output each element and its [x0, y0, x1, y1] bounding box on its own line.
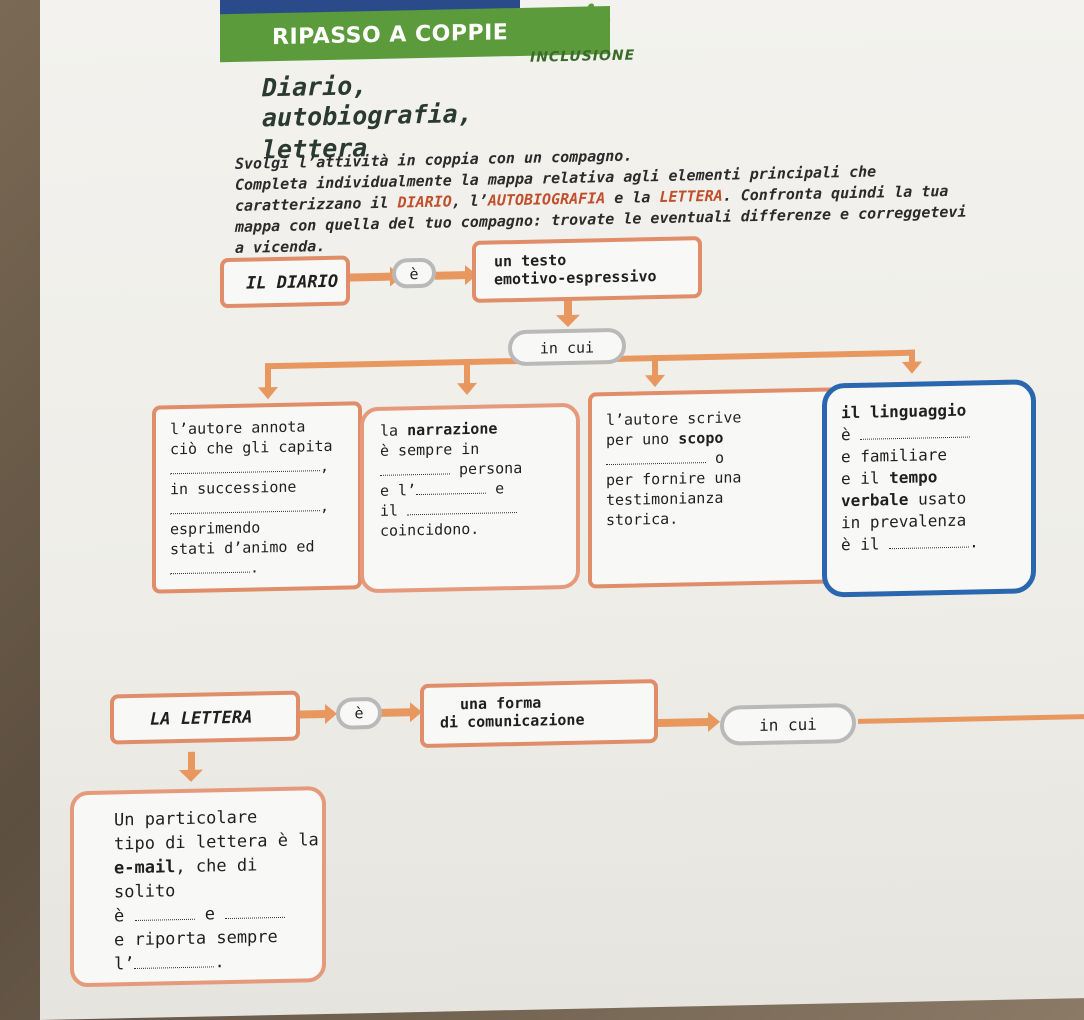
diario-def-l2: emotivo-espressivo	[494, 267, 657, 289]
email-l7: .	[214, 952, 225, 973]
box3-line6: storica.	[606, 509, 679, 530]
box1-line3-text: ,	[320, 456, 330, 476]
email-l6: l’	[114, 954, 135, 975]
lettera-in-cui-box: in cui	[720, 702, 856, 746]
box4-l7: è il	[841, 534, 880, 555]
box2-l3-text: persona	[459, 458, 523, 479]
box2-l4a: e l’	[380, 481, 417, 500]
box1-line5-text: ,	[320, 496, 330, 516]
diario-definition-box: un testo emotivo-espressivo	[472, 236, 702, 303]
email-line6: l’.	[114, 948, 322, 976]
box2-l1-bold: narrazione	[407, 419, 498, 440]
diario-box-autore-annota: l’autore annota ciò che gli capita , in …	[152, 401, 362, 594]
diario-box-scopo: l’autore scrive per uno scopo o per forn…	[588, 387, 844, 589]
box4-line7: è il .	[841, 530, 1031, 556]
box4-l2: è	[841, 425, 851, 445]
email-l4a: è	[114, 906, 125, 927]
box4-l5b: usato	[908, 488, 967, 509]
lettera-e-box: è	[336, 696, 382, 730]
hand-icon	[568, 3, 611, 48]
box3-l2a: per uno	[606, 429, 679, 450]
box3-l3: o	[715, 448, 725, 467]
box4-l5a: verbale	[841, 489, 909, 511]
box4-l4a: e il	[841, 468, 890, 489]
diario-in-cui-box: in cui	[508, 327, 626, 367]
diario-box-narrazione: la narrazione è sempre in persona e l’ e…	[360, 402, 580, 594]
lettera-definition-box: una forma di comunicazione	[420, 679, 658, 749]
email-line2: tipo di lettera è la	[114, 830, 319, 855]
textbook-page: RIPASSO A COPPIE INCLUSIONE Diario, auto…	[40, 0, 1084, 1020]
box1-line2: ciò che gli capita	[170, 436, 333, 459]
lettera-title-box: LA LETTERA	[110, 690, 300, 745]
box1-line8: .	[170, 555, 358, 579]
box2-l5: il	[380, 501, 399, 520]
diario-title-box: IL DIARIO	[220, 255, 350, 309]
box1-line8-text: .	[250, 558, 260, 577]
lettera-def-l2: di comunicazione	[440, 710, 585, 732]
email-l3a: e-mail	[114, 857, 176, 879]
email-line3: e-mail, che di solito	[114, 852, 322, 904]
diario-e-box: è	[392, 257, 436, 289]
box2-l1-text: la	[380, 421, 408, 440]
box4-l8: .	[969, 532, 979, 552]
email-l4b: e	[204, 904, 215, 925]
lettera-box-email: Un particolare tipo di lettera è la e-ma…	[70, 786, 326, 988]
box2-line6: coincidono.	[380, 519, 480, 540]
diario-box-linguaggio: il linguaggio è e familiare e il tempo v…	[822, 379, 1036, 598]
box4-l4b: tempo	[889, 467, 938, 488]
box3-l2b: scopo	[678, 428, 724, 448]
box2-l4b: e	[495, 479, 505, 498]
